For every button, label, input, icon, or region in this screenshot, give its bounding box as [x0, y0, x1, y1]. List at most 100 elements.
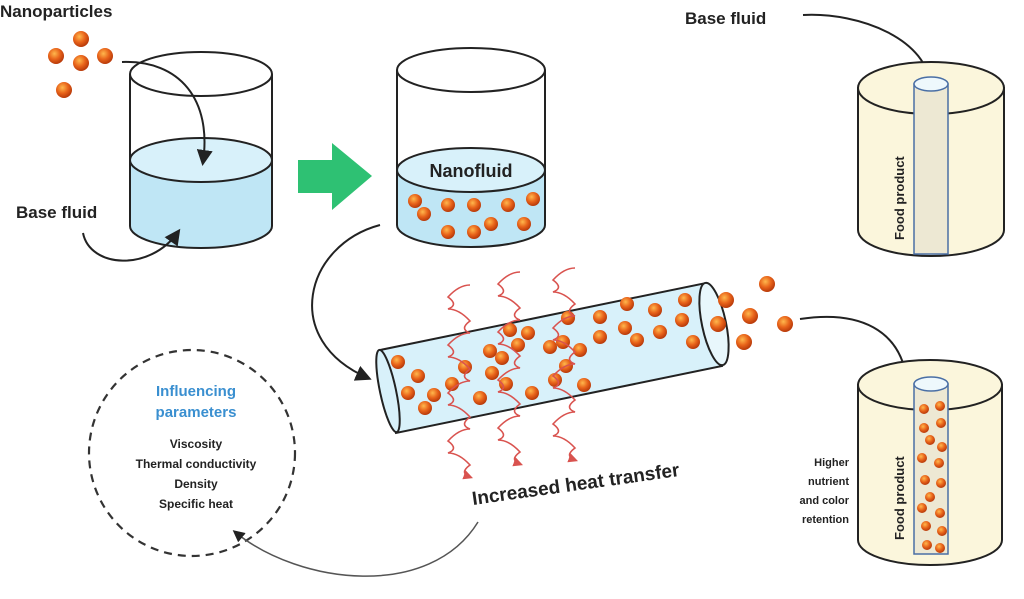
nanoparticle — [48, 48, 64, 64]
beaker-base-fluid — [129, 51, 273, 249]
nanoparticle — [411, 369, 425, 383]
food-product-label-bottom: Food product — [892, 456, 907, 540]
nanoparticle — [467, 225, 481, 239]
nanoparticle — [577, 378, 591, 392]
nanoparticle — [517, 217, 531, 231]
nanoparticle — [935, 401, 945, 411]
nanoparticle — [921, 521, 931, 531]
nanoparticle — [718, 292, 734, 308]
nanoparticle — [620, 297, 634, 311]
nanoparticle — [441, 225, 455, 239]
nanoparticle — [501, 198, 515, 212]
beaker-nanofluid — [396, 47, 546, 248]
nanoparticle — [919, 404, 929, 414]
nanoparticle — [495, 351, 509, 365]
green-right-arrow-icon — [298, 143, 372, 210]
nanofluid-to-pipe-arrow — [311, 224, 381, 381]
nanoparticle — [525, 386, 539, 400]
nanoparticle — [73, 31, 89, 47]
nanoparticle — [736, 334, 752, 350]
nanoparticle — [417, 207, 431, 221]
nanoparticle — [618, 321, 632, 335]
nanoparticle — [593, 330, 607, 344]
increased-heat-transfer-label: Increased heat transfer — [471, 460, 682, 510]
food-product-cylinder-top: Food product — [857, 61, 1005, 257]
nanoparticle — [97, 48, 113, 64]
nanoparticle — [777, 316, 793, 332]
nanoparticle — [934, 458, 944, 468]
heat-wave-line — [551, 267, 579, 463]
nanoparticle — [925, 492, 935, 502]
nanoparticle — [922, 540, 932, 550]
nanoparticle — [935, 543, 945, 553]
nanoparticle — [920, 475, 930, 485]
base-fluid-label-right: Base fluid — [685, 9, 766, 28]
influencing-title-line2: parameters — [156, 404, 237, 421]
base-fluid-arrow — [82, 228, 181, 262]
pipe-nanoparticles — [391, 293, 700, 415]
param-viscosity: Viscosity — [170, 437, 223, 451]
food-product-label-top: Food product — [892, 156, 907, 240]
nanoparticle — [445, 377, 459, 391]
nanoparticle — [408, 194, 422, 208]
param-thermal-conductivity: Thermal conductivity — [136, 457, 257, 471]
retention-line: retention — [802, 514, 849, 526]
nanoparticle — [467, 198, 481, 212]
nanoparticle — [473, 391, 487, 405]
param-specific-heat: Specific heat — [159, 497, 233, 511]
heat-wave-line — [446, 284, 474, 480]
nanoparticle — [427, 388, 441, 402]
nanoparticle — [936, 478, 946, 488]
nanoparticle — [521, 326, 535, 340]
nanoparticle — [511, 338, 525, 352]
nanoparticle — [648, 303, 662, 317]
nanoparticle — [573, 343, 587, 357]
heat-transfer-to-params-arrow — [232, 521, 479, 577]
nanoparticle — [919, 423, 929, 433]
nanoparticle — [710, 316, 726, 332]
nanoparticle — [401, 386, 415, 400]
nanoparticle — [759, 276, 775, 292]
nanoparticles-label: Nanoparticles — [0, 2, 112, 21]
exiting-nanoparticles — [710, 276, 793, 350]
heat-wave-line — [496, 271, 524, 467]
nanoparticle — [418, 401, 432, 415]
nanoparticle — [917, 503, 927, 513]
nanoparticle — [483, 344, 497, 358]
nanoparticle — [686, 335, 700, 349]
nanoparticle — [441, 198, 455, 212]
base-fluid-label-left: Base fluid — [16, 203, 97, 222]
nanoparticle — [678, 293, 692, 307]
influencing-title-line1: Influencing — [156, 383, 236, 400]
retention-label: Higher nutrient and color retention — [799, 457, 849, 526]
nanoparticle — [675, 313, 689, 327]
nanoparticle — [548, 373, 562, 387]
nanoparticle — [935, 508, 945, 518]
nanoparticle — [458, 360, 472, 374]
retention-line: nutrient — [808, 476, 849, 488]
retention-line: Higher — [814, 457, 850, 469]
nanofluid-label: Nanofluid — [430, 161, 513, 181]
nanoparticle — [937, 442, 947, 452]
nanoparticles-arrow — [121, 60, 213, 166]
nanoparticle — [484, 217, 498, 231]
retention-line: and color — [799, 495, 849, 507]
param-density: Density — [174, 477, 218, 491]
heat-wave-icon — [446, 267, 579, 480]
nanoparticle — [526, 192, 540, 206]
nanoparticle — [593, 310, 607, 324]
food-nanoparticles — [917, 401, 947, 553]
nanoparticle — [543, 340, 557, 354]
food-product-cylinder-bottom: Food product — [857, 359, 1003, 566]
nanoparticle — [630, 333, 644, 347]
loose-nanoparticles — [48, 31, 113, 98]
influencing-parameters-circle: Influencing parameters Viscosity Thermal… — [87, 348, 297, 558]
nanoparticle — [391, 355, 405, 369]
nanoparticle — [917, 453, 927, 463]
nanoparticle — [499, 377, 513, 391]
nanoparticle — [925, 435, 935, 445]
nanoparticle — [937, 526, 947, 536]
nanoparticle — [936, 418, 946, 428]
nanoparticle — [56, 82, 72, 98]
